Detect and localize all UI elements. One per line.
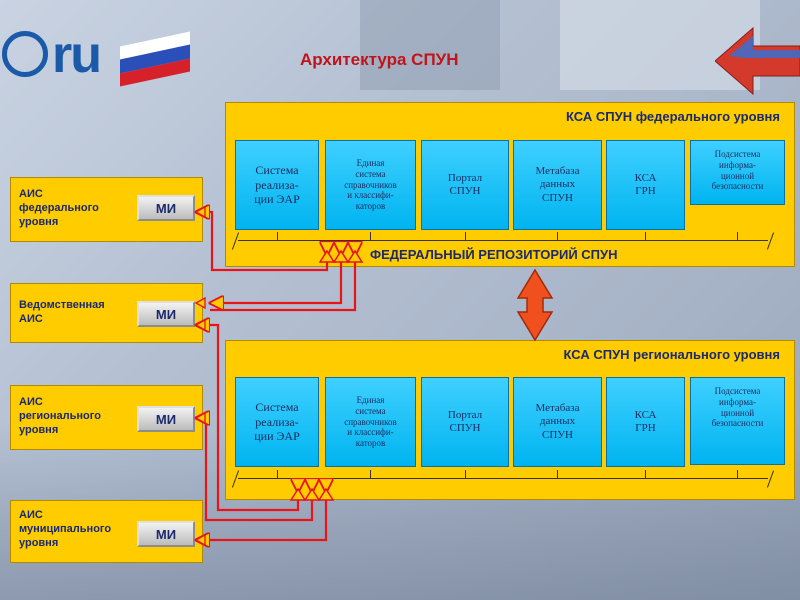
regional-panel-title: КСА СПУН регионального уровня <box>563 347 780 362</box>
regional-module-ksa-grn[interactable]: КСА ГРН <box>606 377 685 467</box>
federal-module-security[interactable]: Подсистема информа- ционной безопасности <box>690 140 785 205</box>
site-logo: ru <box>0 25 200 95</box>
bus-tick <box>465 470 466 478</box>
bus-tick <box>465 232 466 240</box>
bus-tick <box>557 470 558 478</box>
regional-module-metabase[interactable]: Метабаза данных СПУН <box>513 377 602 467</box>
ais-federal: АИС федерального уровня МИ <box>10 177 203 242</box>
regional-module-reference-system[interactable]: Единая система справочников и классифи- … <box>325 377 416 467</box>
mi-button-regional[interactable]: МИ <box>137 406 195 432</box>
federal-repository-label: ФЕДЕРАЛЬНЫЙ РЕПОЗИТОРИЙ СПУН <box>370 247 618 262</box>
logo-emblem-icon <box>2 31 48 77</box>
bus-tick <box>370 232 371 240</box>
regional-module-portal[interactable]: Портал СПУН <box>421 377 509 467</box>
sync-double-arrow-icon <box>516 268 554 342</box>
ais-regional-label: АИС регионального уровня <box>19 396 101 436</box>
federal-module-reference-system[interactable]: Единая система справочников и классифи- … <box>325 140 416 230</box>
federal-panel-title: КСА СПУН федерального уровня <box>566 109 780 124</box>
background-building <box>360 0 500 90</box>
regional-module-security[interactable]: Подсистема информа- ционной безопасности <box>690 377 785 465</box>
ais-municipal-label: АИС муниципального уровня <box>19 509 112 549</box>
federal-module-metabase[interactable]: Метабаза данных СПУН <box>513 140 602 230</box>
regional-module-ear[interactable]: Система реализа- ции ЭАР <box>235 377 319 467</box>
federal-bus <box>238 240 768 241</box>
back-arrow-icon[interactable] <box>715 18 800 104</box>
mi-button-municipal[interactable]: МИ <box>137 521 195 547</box>
federal-module-ksa-grn[interactable]: КСА ГРН <box>606 140 685 230</box>
bus-tick <box>277 470 278 478</box>
ais-federal-label: АИС федерального уровня <box>19 188 99 228</box>
background-window <box>560 0 760 90</box>
bus-tick <box>737 470 738 478</box>
ais-regional: АИС регионального уровня МИ <box>10 385 203 450</box>
bus-tick <box>370 470 371 478</box>
russian-flag-icon <box>120 31 190 87</box>
ais-departmental-label: Ведомственная АИС <box>19 299 105 325</box>
ais-departmental: Ведомственная АИС МИ <box>10 283 203 343</box>
bus-tick <box>737 232 738 240</box>
bus-tick <box>277 232 278 240</box>
federal-module-portal[interactable]: Портал СПУН <box>421 140 509 230</box>
mi-button-federal[interactable]: МИ <box>137 195 195 221</box>
logo-text: ru <box>52 26 102 84</box>
bus-tick <box>557 232 558 240</box>
regional-bus <box>238 478 768 479</box>
mi-button-departmental[interactable]: МИ <box>137 301 195 327</box>
bus-tick <box>645 232 646 240</box>
ais-municipal: АИС муниципального уровня МИ <box>10 500 203 563</box>
federal-module-ear[interactable]: Система реализа- ции ЭАР <box>235 140 319 230</box>
page-title: Архитектура СПУН <box>300 50 459 69</box>
bus-tick <box>645 470 646 478</box>
